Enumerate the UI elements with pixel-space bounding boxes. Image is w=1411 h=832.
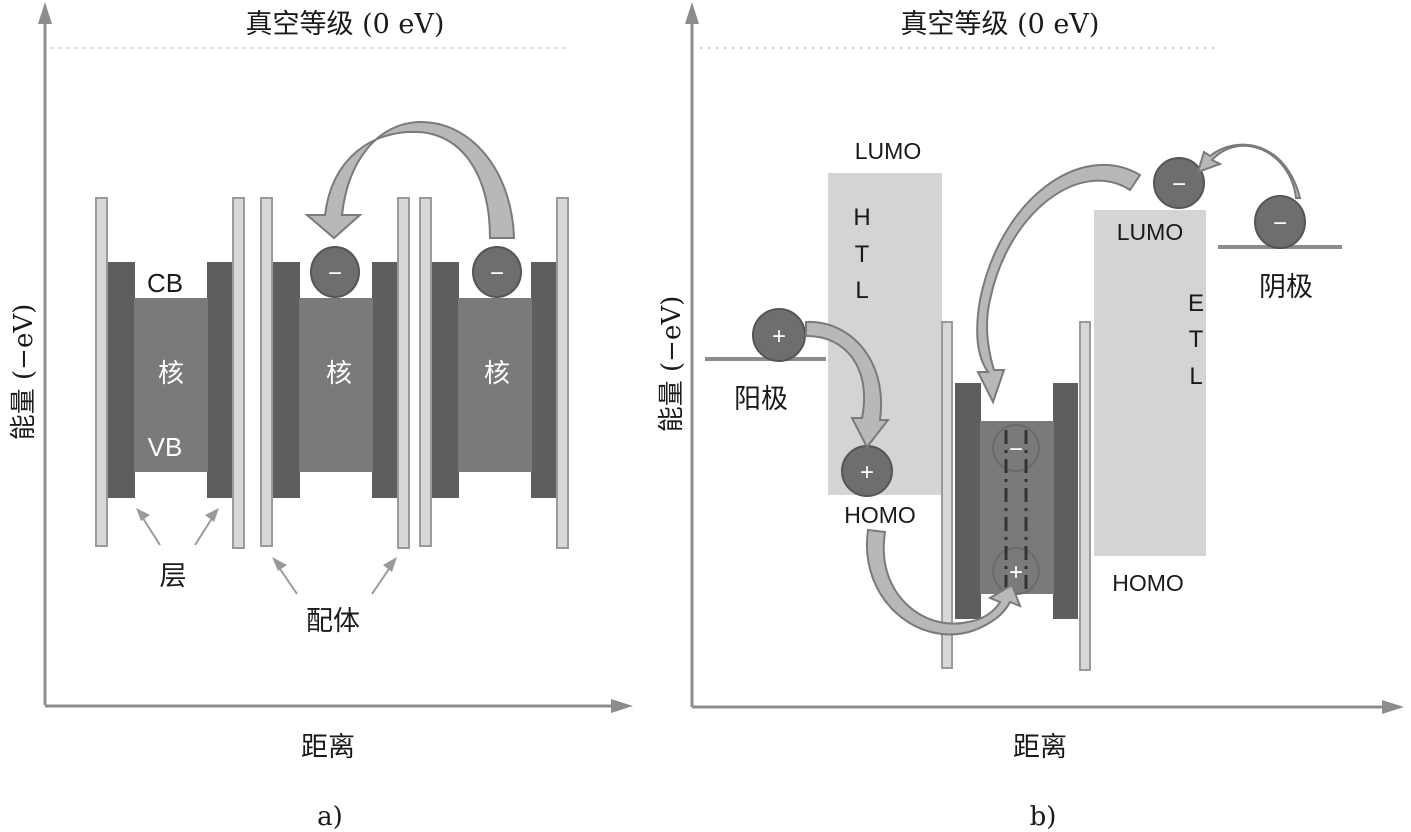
panel-a-axes — [38, 2, 633, 713]
cathode: − 阴极 — [1218, 195, 1342, 303]
htl-letter: T — [855, 241, 870, 268]
shell-right — [207, 262, 232, 498]
core-label: 核 — [158, 359, 184, 389]
electron-injection-arrow-icon — [1196, 143, 1302, 199]
ligand-right — [232, 197, 245, 549]
ligand-right — [397, 197, 410, 549]
ligand-left — [941, 321, 953, 669]
quantum-dot-emitter: − + — [941, 321, 1091, 671]
ligand-annotation: 配体 — [272, 557, 397, 637]
shell-label: 层 — [160, 561, 187, 592]
pointer-arrowhead-icon — [383, 557, 397, 572]
y-axis-label: 能量 (−eV) — [9, 304, 39, 441]
core — [134, 298, 208, 472]
pointer-arrowhead-icon — [136, 508, 150, 521]
shell-left — [108, 262, 135, 498]
x-axis-arrowhead-icon — [611, 699, 633, 713]
electron-symbol: − — [490, 260, 504, 287]
vacuum-level-label: 真空等级 (0 eV) — [901, 9, 1100, 40]
cathode-label: 阴极 — [1259, 272, 1313, 303]
hole-symbol: + — [772, 323, 786, 350]
hole-injection-arrow-icon — [805, 320, 891, 449]
hole-transfer-arrow-icon — [865, 528, 1022, 636]
y-axis-arrowhead-icon — [38, 2, 52, 24]
ligand-label: 配体 — [306, 606, 360, 637]
electron-symbol: − — [1172, 171, 1186, 198]
y-axis-label: 能量 (−eV) — [657, 296, 687, 433]
x-axis-label: 距离 — [1013, 732, 1067, 763]
ligand-left — [95, 197, 108, 547]
anode: + 阳极 — [705, 308, 826, 415]
vacuum-level-label: 真空等级 (0 eV) — [246, 9, 445, 40]
panel-a: 真空等级 (0 eV) CB 核 VB 核 − — [9, 2, 633, 832]
electron-carrier — [1153, 157, 1205, 209]
ligand-right — [556, 197, 569, 549]
cb-label: CB — [147, 268, 183, 298]
electron-carrier — [310, 246, 360, 298]
shell-left — [273, 262, 300, 498]
exciton-hole-symbol: + — [1009, 559, 1023, 586]
shell-annotation: 层 — [136, 508, 219, 592]
core — [458, 298, 532, 472]
core — [299, 298, 373, 472]
shell-left — [955, 383, 981, 619]
shell-right — [1053, 383, 1078, 619]
shell-right — [372, 262, 397, 498]
etl-lumo-label: LUMO — [1117, 219, 1183, 245]
electron-transfer-arrow-icon — [976, 164, 1142, 405]
exciton-electron-symbol: − — [1009, 436, 1023, 463]
etl-homo-label: HOMO — [1112, 570, 1184, 596]
etl-band — [1094, 210, 1206, 556]
ligand-left — [260, 197, 273, 547]
htl-homo-label: HOMO — [844, 502, 916, 528]
pointer-arrowhead-icon — [272, 557, 287, 571]
quantum-dot-1: CB 核 VB — [95, 197, 245, 549]
electron-transport-layer: LUMO E T L HOMO — [1094, 210, 1206, 596]
vb-label: VB — [148, 432, 183, 462]
htl-lumo-label: LUMO — [855, 138, 921, 164]
exciton: − + — [992, 424, 1040, 595]
quantum-dot-3: 核 − — [419, 197, 569, 549]
electron-carrier — [1254, 195, 1306, 249]
htl-letter: H — [853, 204, 870, 231]
etl-letter: L — [1189, 363, 1202, 390]
core-label: 核 — [484, 359, 510, 389]
ligand-right — [1079, 321, 1091, 671]
panel-b-caption: b) — [1030, 802, 1057, 832]
electron-symbol: − — [328, 260, 342, 287]
panel-b: 真空等级 (0 eV) LUMO H T L HOMO LUMO E T L H… — [657, 2, 1404, 832]
panel-a-caption: a) — [317, 802, 343, 832]
x-axis-label: 距离 — [301, 732, 355, 763]
electron-symbol: − — [1273, 210, 1287, 237]
hole-symbol: + — [860, 459, 874, 486]
htl-letter: L — [855, 277, 868, 304]
etl-letter: T — [1189, 326, 1204, 353]
pointer-arrowhead-icon — [205, 508, 219, 522]
electron-carrier — [472, 246, 522, 298]
ligand-left — [419, 197, 432, 547]
shell-right — [531, 262, 556, 498]
quantum-dot-2: 核 − — [260, 197, 410, 549]
y-axis-arrowhead-icon — [685, 2, 699, 24]
x-axis-arrowhead-icon — [1382, 700, 1404, 714]
core-label: 核 — [326, 359, 352, 389]
panel-b-axes — [685, 2, 1404, 714]
etl-letter: E — [1188, 290, 1204, 317]
anode-label: 阳极 — [734, 384, 788, 415]
electron-hopping-arrow-icon — [304, 120, 516, 240]
shell-left — [432, 262, 459, 498]
